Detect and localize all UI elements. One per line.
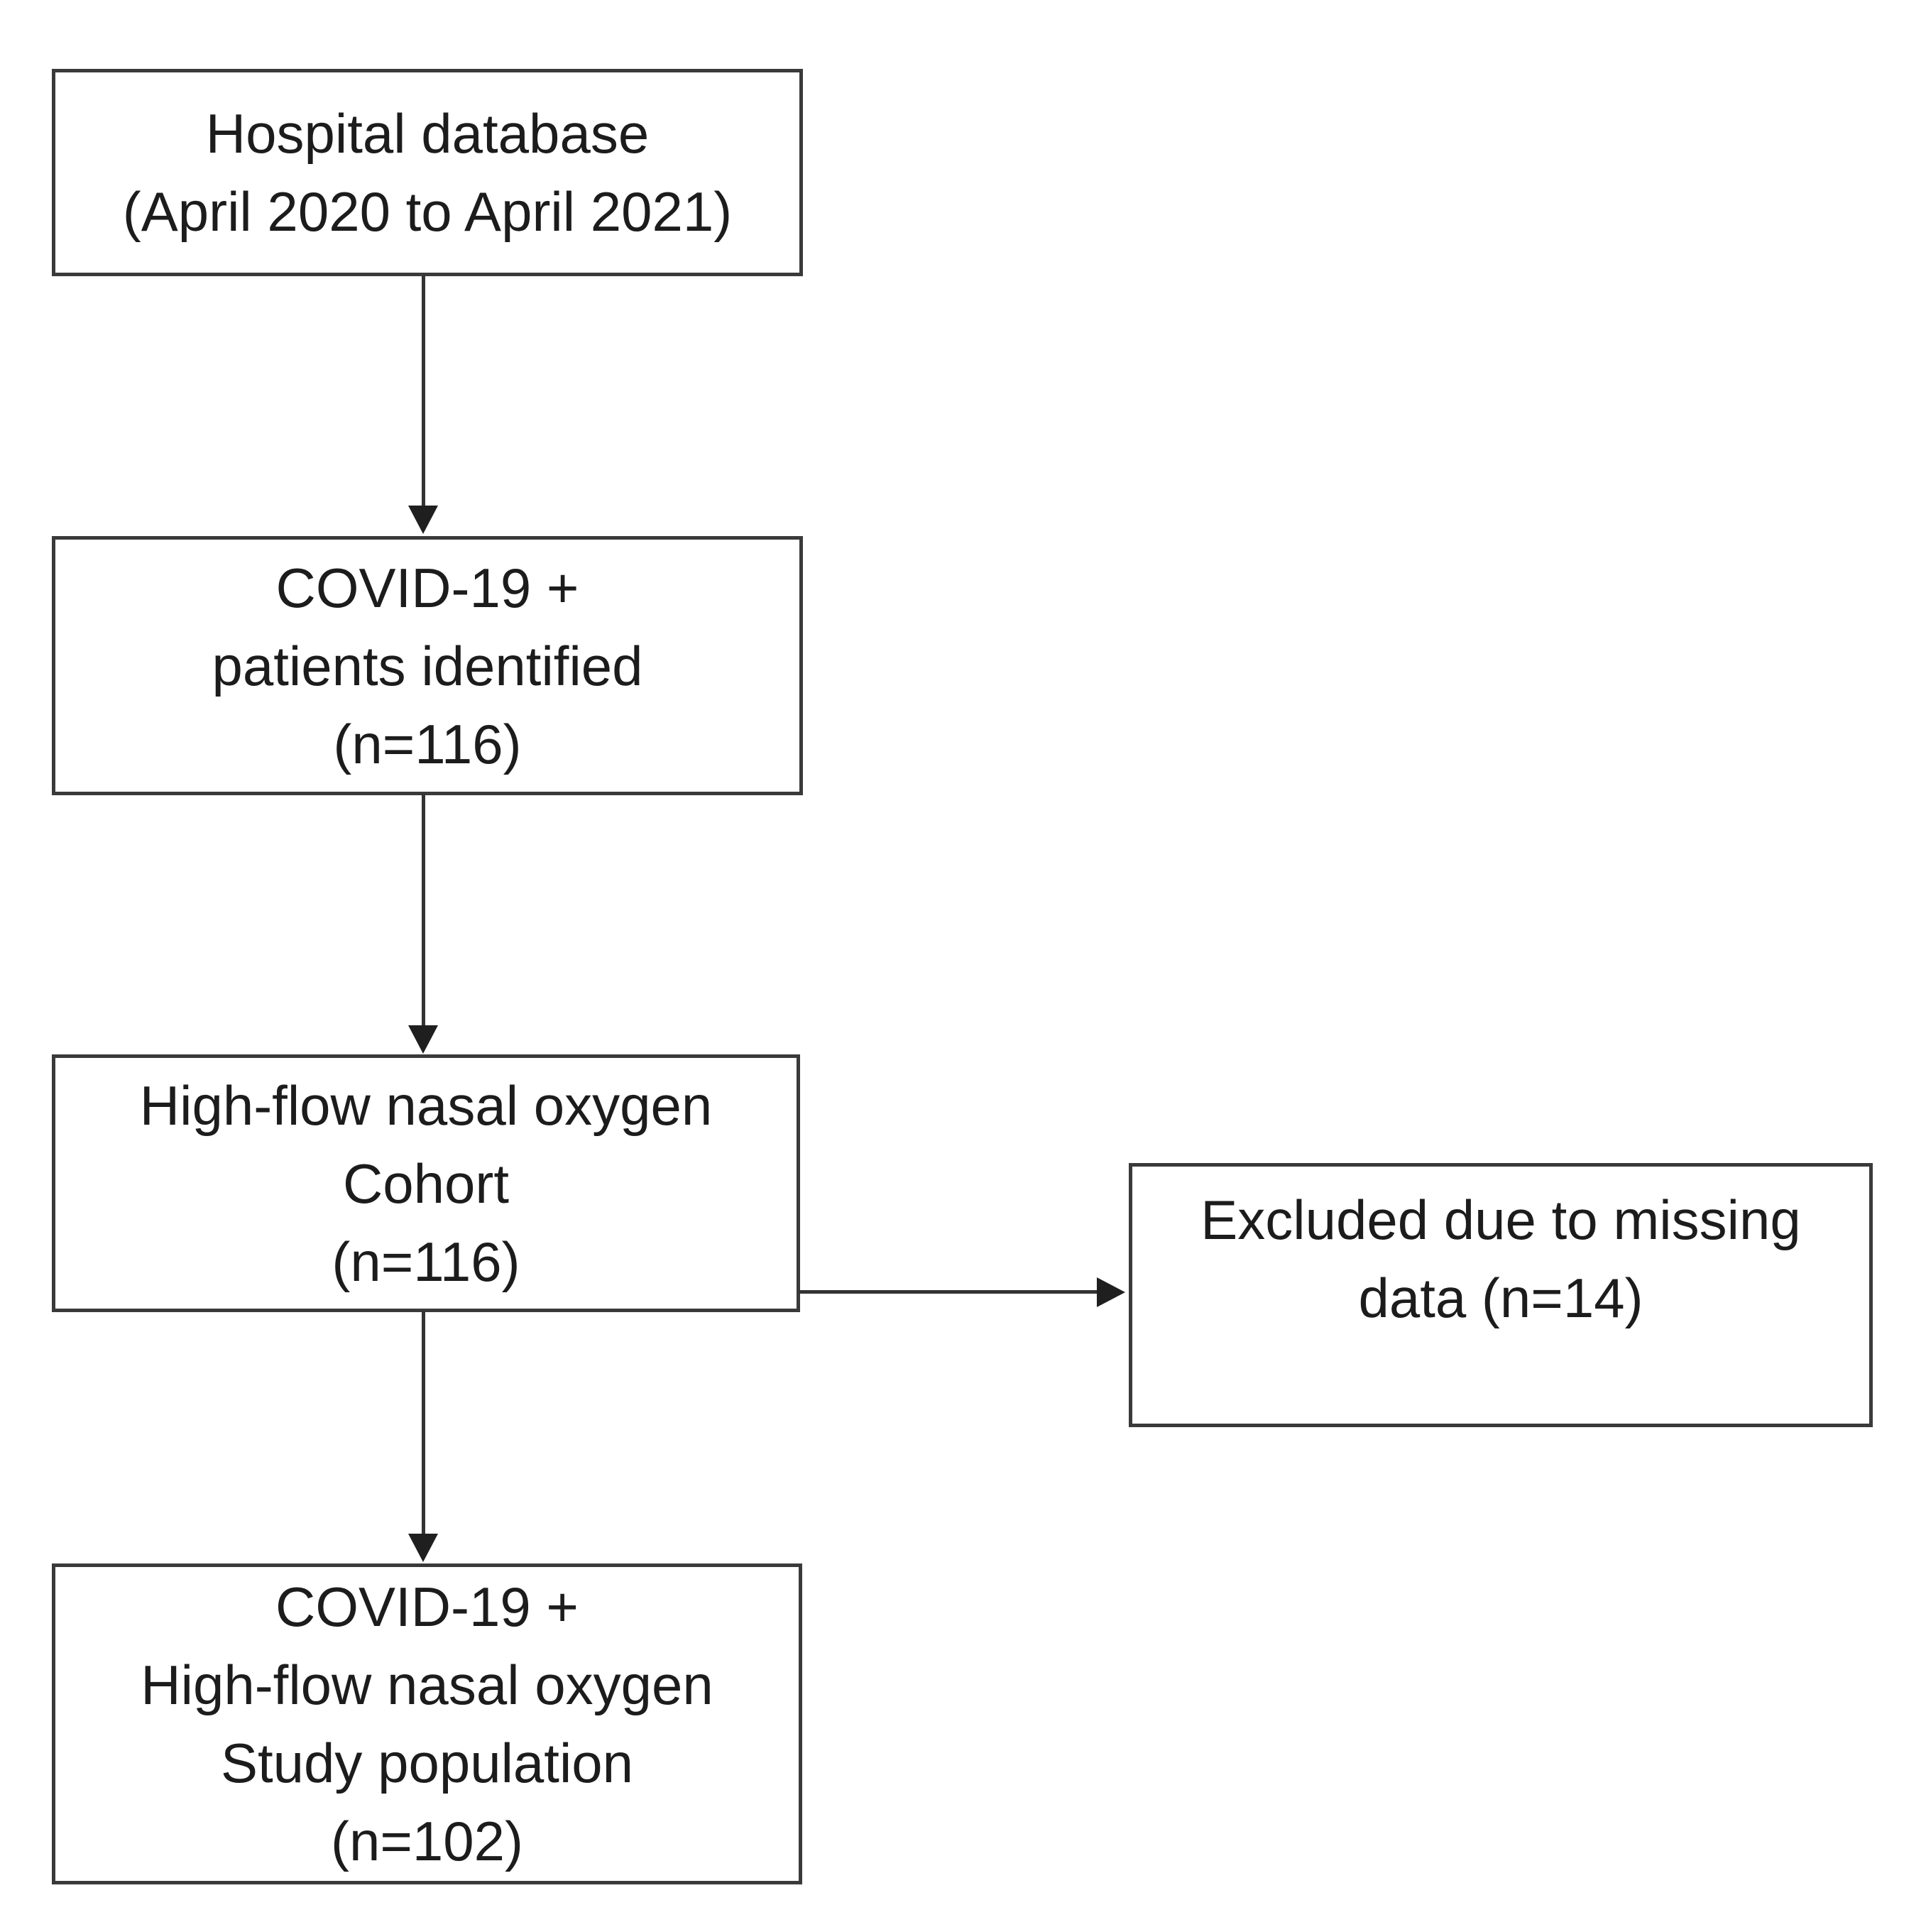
box-text-line: (n=102): [330, 1810, 524, 1872]
box-text-line: data (n=14): [1358, 1267, 1643, 1329]
box-text-line: COVID-19 +: [275, 556, 579, 619]
box-text-line: (n=116): [332, 1230, 520, 1293]
box-text-line: COVID-19 +: [275, 1576, 579, 1638]
box-text-line: Cohort: [342, 1152, 510, 1215]
box-hospital-database: Hospital database (April 2020 to April 2…: [52, 69, 803, 276]
box-covid-patients-identified: COVID-19 + patients identified (n=116): [52, 536, 803, 795]
box-study-population: COVID-19 + High-flow nasal oxygen Study …: [52, 1563, 802, 1884]
arrow-covid-to-cohort-shaft: [422, 794, 425, 1027]
box-hfno-cohort: High-flow nasal oxygen Cohort (n=116): [52, 1054, 800, 1312]
arrow-hospital-to-covid-shaft: [422, 275, 425, 507]
box-text-line: (n=116): [333, 712, 522, 775]
box-text-line: patients identified: [212, 634, 643, 697]
box-text-line: Study population: [220, 1732, 634, 1794]
arrow-cohort-to-excluded-shaft: [799, 1290, 1098, 1294]
box-text-line: High-flow nasal oxygen: [139, 1074, 713, 1137]
arrow-cohort-to-study-shaft: [422, 1311, 425, 1535]
arrowhead-down-icon: [408, 1025, 438, 1054]
box-text-line: (April 2020 to April 2021): [122, 180, 733, 243]
box-excluded-missing-data: Excluded due to missing data (n=14): [1129, 1163, 1873, 1427]
box-text-line: High-flow nasal oxygen: [141, 1654, 713, 1716]
box-text-line: Hospital database: [205, 102, 650, 165]
arrowhead-down-icon: [408, 506, 438, 534]
arrowhead-right-icon: [1097, 1277, 1125, 1307]
arrowhead-down-icon: [408, 1534, 438, 1562]
box-text-line: Excluded due to missing: [1200, 1189, 1801, 1251]
